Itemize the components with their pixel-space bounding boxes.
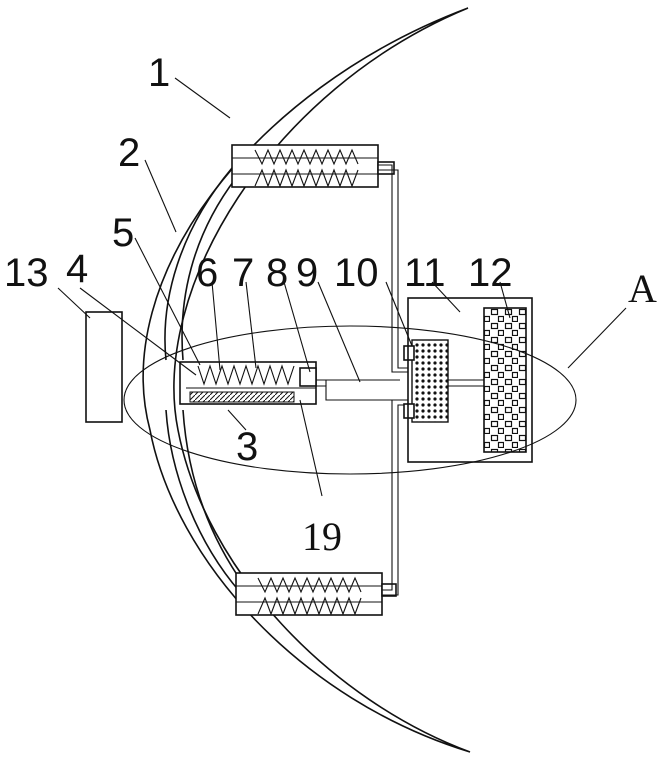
push-rod <box>316 379 400 401</box>
lower-spring-housing <box>235 572 397 616</box>
label-9: 9 <box>296 251 318 295</box>
label-11: 11 <box>404 251 446 295</box>
mesh-cap-top <box>403 345 415 361</box>
label-5: 5 <box>112 211 134 255</box>
mesh-cap-bottom <box>403 403 415 419</box>
label-1: 1 <box>148 51 170 95</box>
mesh-filter <box>411 339 449 423</box>
label-19: 19 <box>302 514 342 559</box>
label-13: 13 <box>4 251 49 295</box>
brick-cartridge <box>483 307 527 453</box>
label-12: 12 <box>468 251 513 295</box>
leader-lines <box>57 77 627 497</box>
label-2: 2 <box>118 131 140 175</box>
label-4: 4 <box>66 247 88 291</box>
label-10: 10 <box>334 251 379 295</box>
chamber-box <box>407 297 533 463</box>
label-3: 3 <box>236 425 258 469</box>
piston-housing <box>179 361 317 405</box>
label-8: 8 <box>266 251 288 295</box>
inner-liner <box>164 167 241 593</box>
detail-ellipse-a <box>123 325 577 475</box>
sensor-block <box>85 311 123 423</box>
label-6: 6 <box>196 251 218 295</box>
label-a: A <box>628 266 657 311</box>
inner-liner-2 <box>181 177 245 586</box>
outer-shell <box>142 7 471 753</box>
upper-spring-housing <box>231 144 395 188</box>
label-7: 7 <box>232 251 254 295</box>
